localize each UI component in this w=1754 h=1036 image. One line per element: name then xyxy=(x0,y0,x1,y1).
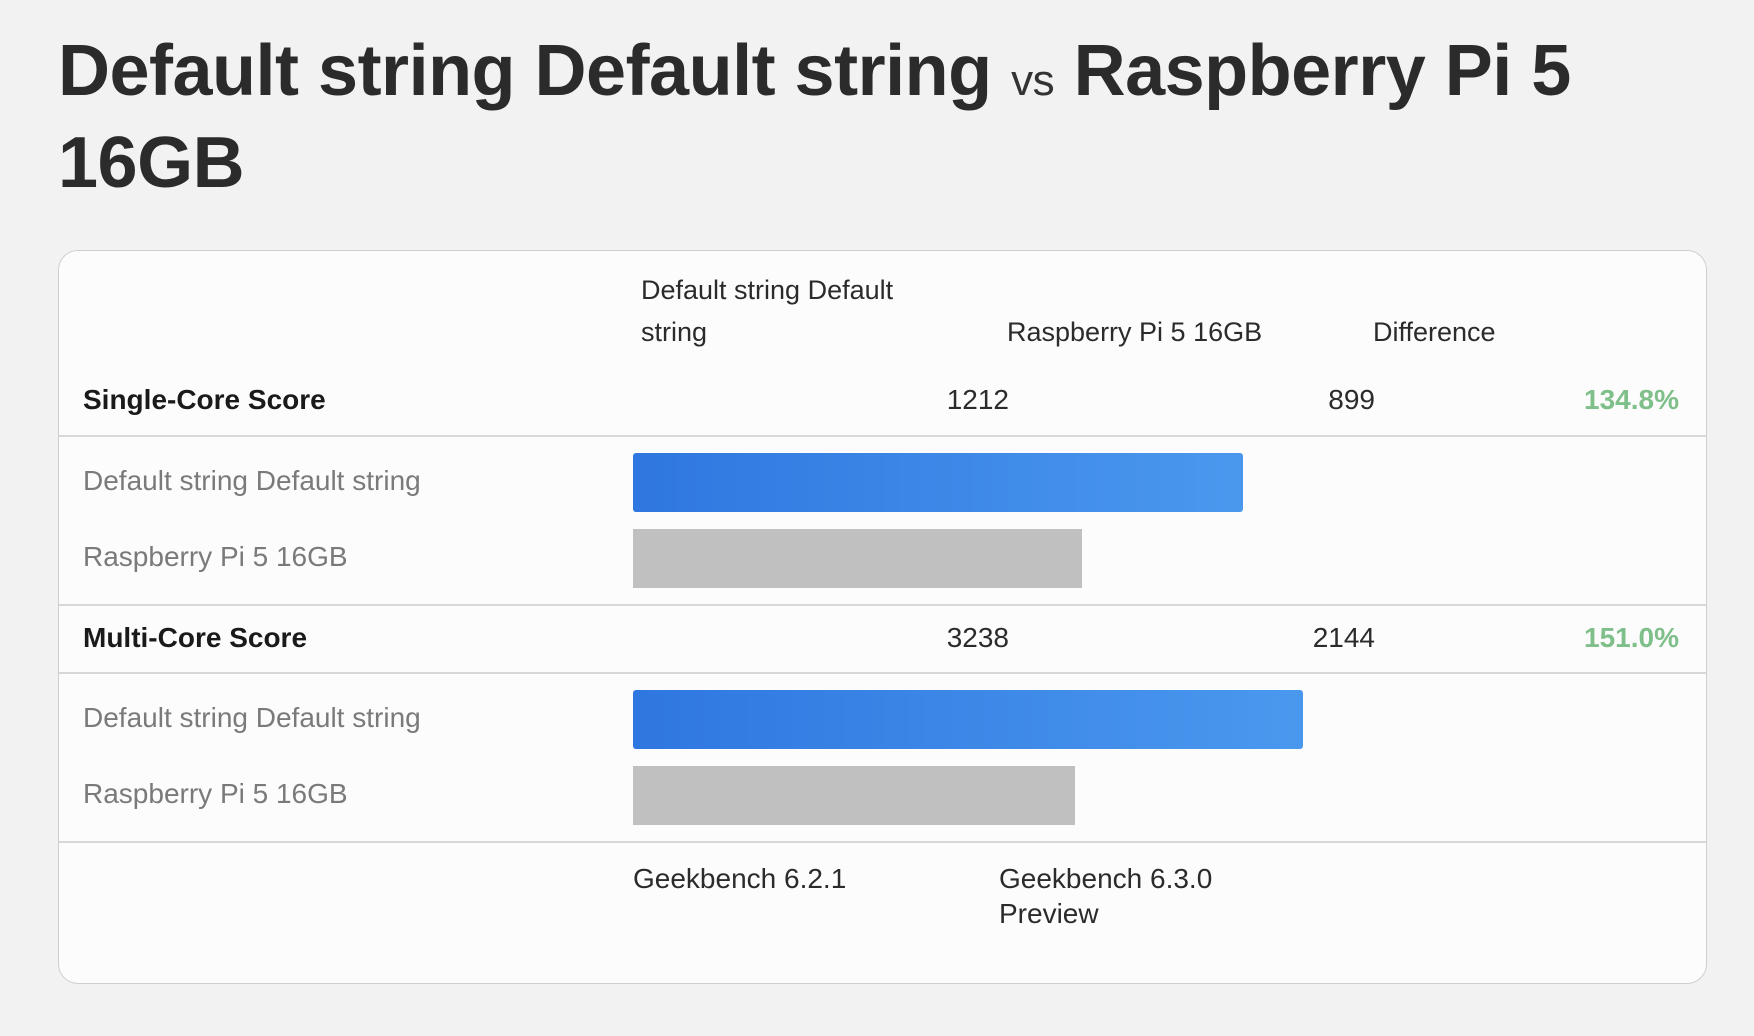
multi-core-bar-a xyxy=(633,690,1303,749)
title-vs: vs xyxy=(1011,56,1055,105)
multi-core-difference: 151.0% xyxy=(1584,622,1679,653)
single-core-bar-b xyxy=(633,529,1082,588)
multi-core-label: Multi-Core Score xyxy=(83,622,308,653)
version-device-b: Geekbench 6.3.0 Preview xyxy=(999,863,1213,929)
single-core-difference: 134.8% xyxy=(1584,384,1679,415)
comparison-card: Default string Default string Raspberry … xyxy=(58,250,1707,984)
multi-core-bar-label-b: Raspberry Pi 5 16GB xyxy=(83,778,348,809)
header-difference: Difference xyxy=(1373,317,1496,347)
multi-core-score-a: 3238 xyxy=(946,622,1009,653)
page-title: Default string Default string vs Raspber… xyxy=(58,30,1658,204)
divider xyxy=(59,604,1706,606)
version-device-a: Geekbench 6.2.1 xyxy=(633,863,847,894)
single-core-score-b: 899 xyxy=(1328,384,1375,415)
title-device-b: Raspberry Pi 5 16GB xyxy=(58,31,1571,203)
multi-core-bar-b xyxy=(633,766,1075,825)
single-core-label: Single-Core Score xyxy=(83,384,326,415)
multi-core-bar-label-a: Default string Default string xyxy=(83,702,421,733)
multi-core-score-b: 2144 xyxy=(1312,622,1375,653)
divider xyxy=(59,435,1706,437)
divider xyxy=(59,841,1706,843)
header-device-b: Raspberry Pi 5 16GB xyxy=(1007,317,1263,347)
single-core-bar-a xyxy=(633,453,1243,512)
single-core-bar-label-a: Default string Default string xyxy=(83,465,421,496)
title-device-a: Default string Default string xyxy=(58,31,992,111)
divider xyxy=(59,672,1706,674)
single-core-score-a: 1212 xyxy=(946,384,1009,415)
single-core-bar-label-b: Raspberry Pi 5 16GB xyxy=(83,541,348,572)
header-device-a: Default string Default string xyxy=(641,275,894,347)
